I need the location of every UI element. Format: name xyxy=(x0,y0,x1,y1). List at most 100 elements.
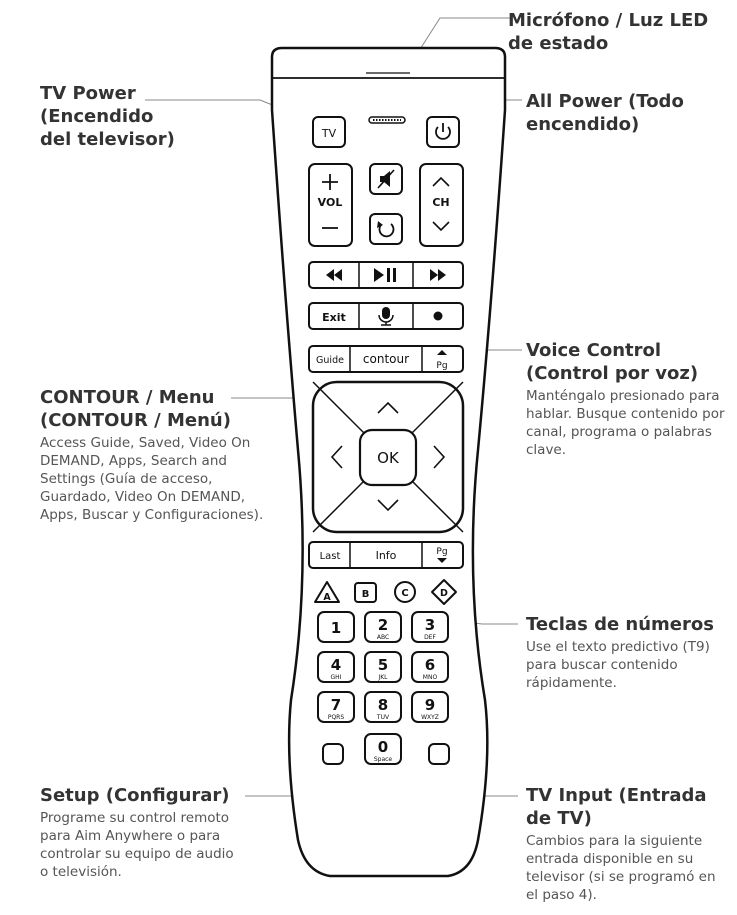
record-icon xyxy=(433,311,443,321)
callout-voice-desc: Manténgalo presionado para hablar. Busqu… xyxy=(526,388,725,458)
fast-forward-button[interactable] xyxy=(430,269,446,281)
info-button[interactable]: Info xyxy=(376,549,397,562)
last-info-row: Last Info Pg xyxy=(308,541,464,569)
callout-voice-control: Voice Control (Control por voz) Manténga… xyxy=(526,339,726,459)
page-up-arrow-icon xyxy=(437,350,447,355)
power-icon xyxy=(435,126,451,140)
number-key-letters: DEF xyxy=(424,634,436,641)
channel-up-icon xyxy=(432,176,450,187)
transport-row xyxy=(308,261,464,289)
volume-up-icon xyxy=(322,174,338,190)
setup-button[interactable] xyxy=(322,743,344,765)
contour-button[interactable]: contour xyxy=(363,352,409,366)
callout-tv-input-title: TV Input (Entrada de TV) xyxy=(526,785,707,829)
tv-power-button[interactable]: TV xyxy=(312,116,346,148)
svg-text:CH: CH xyxy=(432,196,449,209)
number-key-digit: 7 xyxy=(331,696,341,714)
number-key-digit: 4 xyxy=(331,656,341,674)
callout-tv-input: TV Input (Entrada de TV) Cambios para la… xyxy=(526,784,731,904)
right-arrow-icon[interactable] xyxy=(433,445,446,469)
number-key-digit: 2 xyxy=(378,616,388,634)
voice-button[interactable] xyxy=(378,307,394,326)
microphone-icon xyxy=(382,307,390,319)
number-key-digit: 6 xyxy=(425,656,435,674)
rewind-button[interactable] xyxy=(326,269,342,281)
number-key-digit: 5 xyxy=(378,656,388,674)
mute-button[interactable] xyxy=(369,163,403,195)
number-key-letters: PQRS xyxy=(328,714,345,721)
all-power-button[interactable] xyxy=(426,116,460,148)
callout-contour-menu: CONTOUR / Menu (CONTOUR / Menú) Access G… xyxy=(40,386,280,524)
number-key-digit: 1 xyxy=(331,619,341,637)
svg-text:Exit: Exit xyxy=(322,311,346,324)
callout-microphone-title: Micrófono / Luz LED de estado xyxy=(508,10,709,54)
exit-button[interactable]: Exit xyxy=(322,311,346,324)
exit-voice-record-row: Exit xyxy=(308,302,464,330)
svg-text:C: C xyxy=(401,588,408,599)
number-key-letters: Space xyxy=(374,756,393,763)
number-key-letters: MNO xyxy=(423,674,438,681)
callout-numbers-desc: Use el texto predictivo (T9) para buscar… xyxy=(526,639,710,691)
guide-contour-row: Guide contour Pg xyxy=(308,345,464,373)
last-button[interactable]: Last xyxy=(320,551,341,562)
callout-contour-desc: Access Guide, Saved, Video On DEMAND, Ap… xyxy=(40,435,264,523)
number-key-1[interactable]: 1 xyxy=(317,611,355,643)
svg-text:Pg: Pg xyxy=(436,361,447,371)
number-key-digit: 9 xyxy=(425,696,435,714)
rewind-icon xyxy=(326,269,342,281)
volume-rocker[interactable]: VOL xyxy=(308,163,353,247)
number-key-digit: 8 xyxy=(378,696,388,714)
ok-button[interactable]: OK xyxy=(358,428,418,487)
svg-text:OK: OK xyxy=(377,449,400,467)
button-c[interactable]: C xyxy=(394,581,416,603)
svg-text:B: B xyxy=(362,589,370,600)
down-arrow-icon[interactable] xyxy=(377,499,399,512)
callout-tv-input-desc: Cambios para la siguiente entrada dispon… xyxy=(526,833,716,903)
number-key-digit: 3 xyxy=(425,616,435,634)
record-button[interactable] xyxy=(433,311,443,321)
tv-input-button[interactable] xyxy=(428,743,450,765)
number-key-digit: 0 xyxy=(378,738,388,756)
callout-microphone: Micrófono / Luz LED de estado xyxy=(508,9,737,55)
play-pause-icon xyxy=(374,268,384,282)
callout-all-power-title: All Power (Todo encendido) xyxy=(526,91,684,135)
replay-icon xyxy=(378,223,395,238)
callout-setup-title: Setup (Configurar) xyxy=(40,785,230,806)
callout-number-keys: Teclas de números Use el texto predictiv… xyxy=(526,613,731,692)
directional-pad: OK xyxy=(311,380,465,534)
up-arrow-icon[interactable] xyxy=(377,401,399,414)
back-button[interactable] xyxy=(369,213,403,245)
button-d[interactable]: D xyxy=(431,579,457,605)
button-a[interactable]: A xyxy=(314,581,340,603)
channel-rocker[interactable]: CH xyxy=(419,163,464,247)
callout-setup-desc: Programe su control remoto para Aim Anyw… xyxy=(40,810,234,880)
number-key-letters: GHI xyxy=(331,674,342,681)
left-arrow-icon[interactable] xyxy=(330,445,343,469)
number-key-letters: TUV xyxy=(376,714,390,721)
page-down-button[interactable]: Pg xyxy=(436,547,448,563)
button-b[interactable]: B xyxy=(354,582,377,603)
callout-setup: Setup (Configurar) Programe su control r… xyxy=(40,784,245,881)
fast-forward-icon xyxy=(430,269,446,281)
page-up-button[interactable]: Pg xyxy=(436,350,448,371)
callout-numbers-title: Teclas de números xyxy=(526,614,714,635)
callout-voice-title: Voice Control (Control por voz) xyxy=(526,340,699,384)
guide-button[interactable]: Guide xyxy=(316,355,344,366)
callout-tv-power: TV Power (Encendido del televisor) xyxy=(40,82,180,151)
number-key-letters: JKL xyxy=(377,674,388,681)
play-pause-button[interactable] xyxy=(374,268,396,282)
svg-text:Last: Last xyxy=(320,551,341,562)
svg-text:TV: TV xyxy=(321,127,337,140)
svg-text:Pg: Pg xyxy=(436,547,447,557)
